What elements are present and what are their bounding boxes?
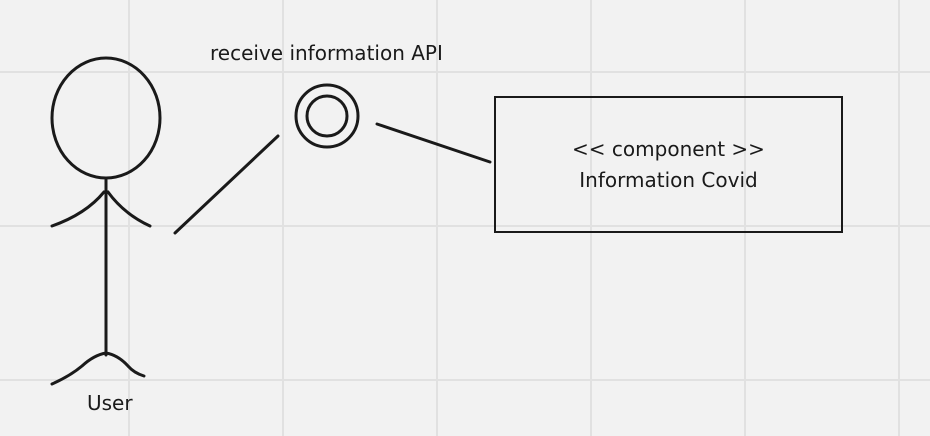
component-box[interactable]: << component >> Information Covid [494,96,843,233]
actor-figure[interactable] [50,56,162,386]
component-name: Information Covid [579,167,758,192]
actor-label: User [87,391,133,415]
interface-lollipop-icon[interactable] [294,83,360,149]
actor-head [50,56,162,180]
actor-left-arm [50,190,106,228]
component-stereotype: << component >> [572,136,765,161]
actor-legs [50,351,146,386]
interface-component-connector[interactable] [375,122,492,164]
interface-label: receive information API [210,41,443,65]
interface-outer-circle [294,83,360,149]
actor-right-arm [106,190,152,228]
actor-interface-connector[interactable] [173,134,280,235]
interface-inner-circle [305,94,349,138]
